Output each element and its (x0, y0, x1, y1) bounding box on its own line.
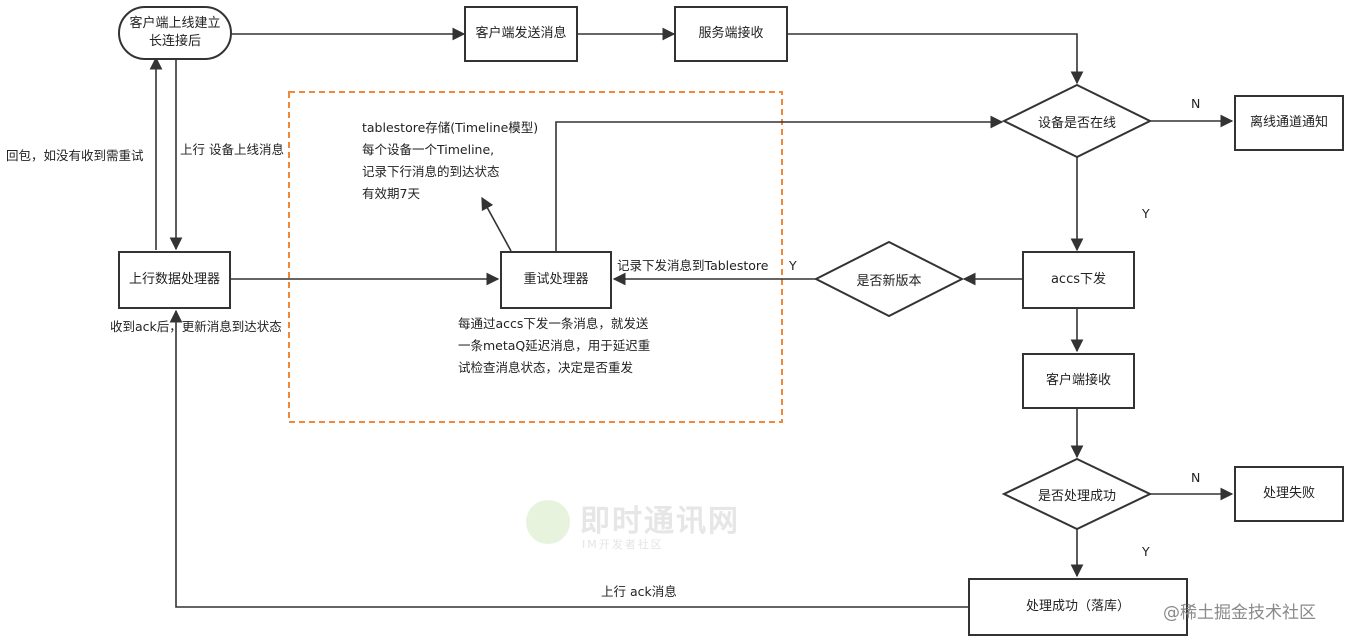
version-yes-label: Y (789, 258, 797, 273)
process-fail-node: 处理失败 (1234, 466, 1344, 522)
process-success-q-label: 是否处理成功 (1037, 489, 1116, 504)
new-version-diamond (813, 240, 965, 318)
edge-success-to-upstream (169, 309, 968, 608)
record-tablestore-label: 记录下发消息到Tablestore (617, 258, 769, 273)
new-version-label: 是否新版本 (856, 274, 922, 289)
client-connect-node: 客户端上线建立 长连接后 (118, 6, 232, 60)
retry-module-frame (288, 91, 783, 423)
device-online-label: 设备是否在线 (1037, 116, 1116, 131)
success-no-label: N (1191, 470, 1201, 485)
client-receive-node: 客户端接收 (1022, 353, 1135, 409)
edge-retry-to-note (481, 196, 512, 252)
upstream-ack-label: 上行 ack消息 (601, 584, 677, 599)
watermark-brand-sub: IM开发者社区 (582, 538, 664, 551)
ack-update-label: 收到ack后，更新消息到达状态 (110, 319, 282, 334)
watermark-logo (526, 500, 570, 544)
process-success-node: 处理成功（落库） (968, 578, 1188, 636)
offline-notify-node: 离线通道通知 (1234, 95, 1344, 151)
edge-server-to-online (788, 33, 1084, 85)
accs-send-node: accs下发 (1022, 251, 1135, 309)
watermark-site: @稀土掘金技术社区 (1163, 603, 1316, 623)
reply-retry-label: 回包，如没有收到需重试 (6, 148, 144, 163)
watermark-brand: 即时通讯网 (580, 504, 740, 539)
retry-processor-node: 重试处理器 (500, 251, 612, 309)
upstream-device-online-label: 上行 设备上线消息 (180, 142, 284, 157)
online-no-label: N (1191, 96, 1201, 111)
tablestore-note: tablestore存储(Timeline模型) 每个设备一个Timeline,… (362, 120, 539, 201)
metaq-note: 每通过accs下发一条消息，就发送 一条metaQ延迟消息，用于延迟重 试检查消… (458, 316, 651, 375)
upstream-processor-node: 上行数据处理器 (118, 251, 231, 309)
online-yes-label: Y (1142, 206, 1150, 221)
edge-retry-to-online (555, 115, 1004, 251)
success-yes-label: Y (1142, 544, 1150, 559)
server-receive-node: 服务端接收 (674, 6, 788, 62)
client-send-node: 客户端发送消息 (464, 6, 578, 62)
